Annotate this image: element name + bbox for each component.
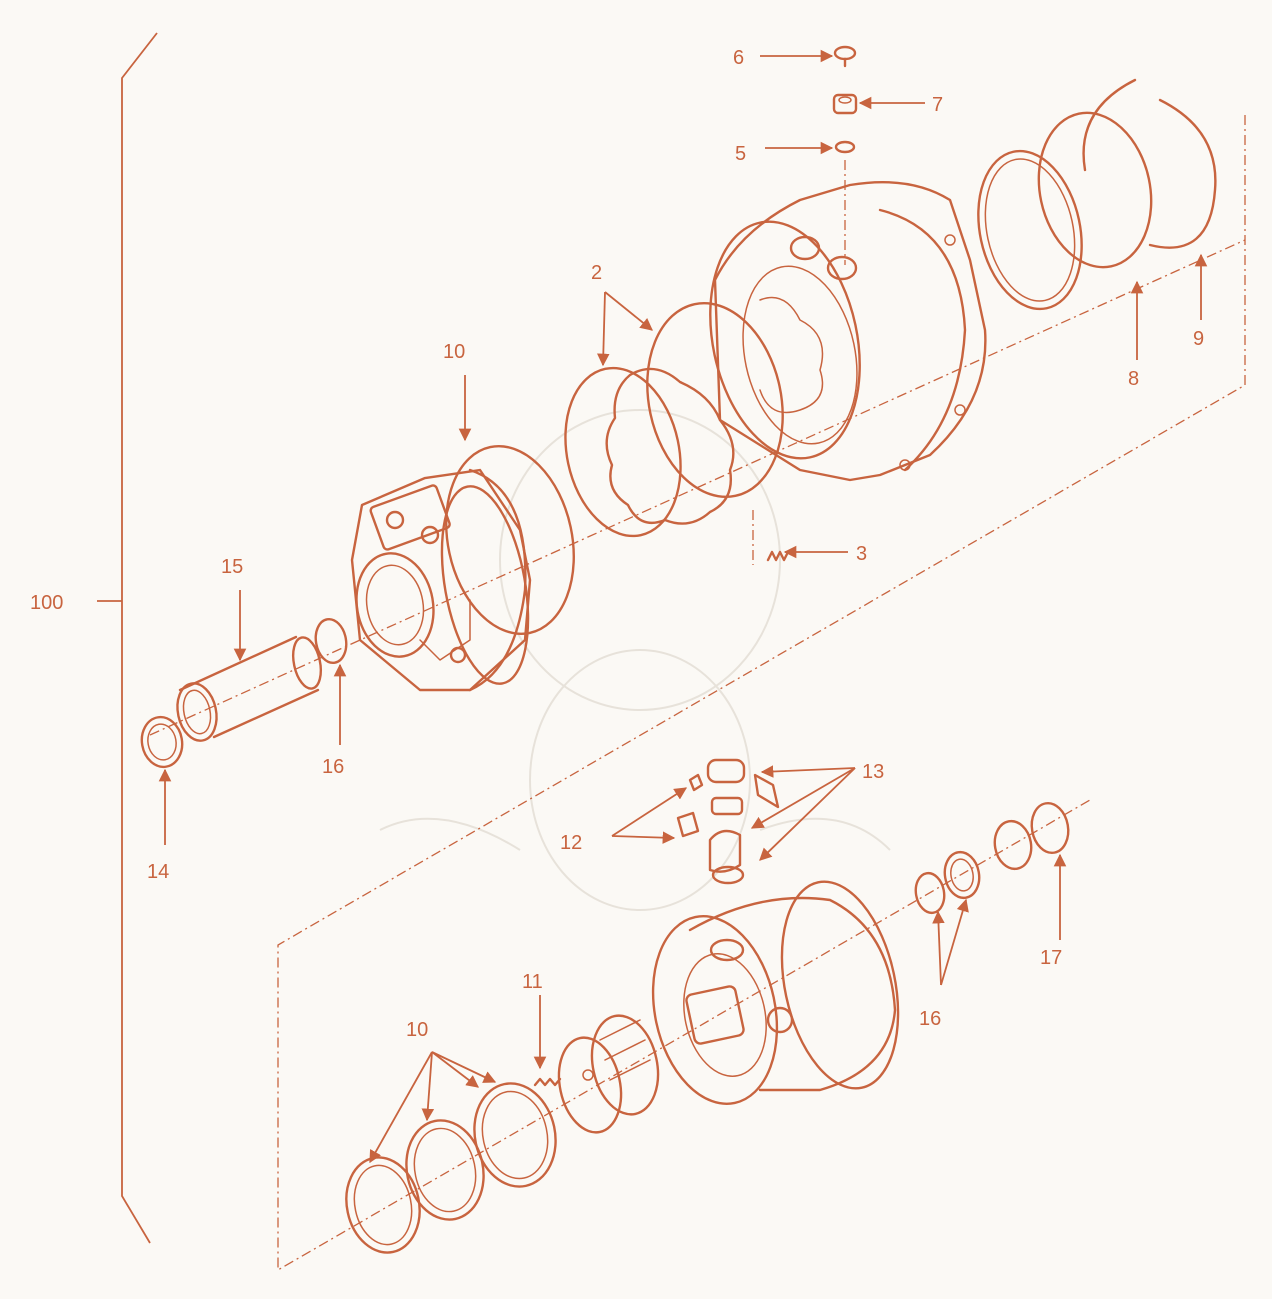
part-16-rings-lower [914, 819, 1033, 915]
callout-11: 11 [522, 971, 543, 993]
leader-arrows [158, 49, 1208, 1164]
callout-labels: 100 6 7 5 2 3 8 9 10 15 16 14 13 12 17 1… [30, 47, 1204, 1041]
main-housing [709, 180, 987, 482]
callout-7: 7 [932, 94, 943, 116]
part-9-circlip [1082, 78, 1217, 249]
callout-14: 14 [147, 861, 169, 883]
part-6-plug [833, 45, 857, 68]
callout-17: 17 [1040, 947, 1062, 969]
callout-5: 5 [735, 143, 746, 165]
callout-16-lower: 16 [919, 1008, 941, 1030]
callout-9: 9 [1193, 328, 1204, 350]
part-8-rings [977, 111, 1153, 311]
part-15-sleeve [176, 635, 323, 742]
callout-10-lower: 10 [406, 1019, 428, 1041]
callout-10-upper: 10 [443, 341, 465, 363]
callout-100: 100 [30, 592, 63, 614]
part-12-keys [676, 773, 704, 838]
part-7-nut [832, 93, 858, 115]
manifold-housing [350, 468, 532, 692]
callout-12: 12 [560, 832, 582, 854]
part-2-seal-rings [564, 301, 784, 538]
part-17-snap-ring [1030, 801, 1070, 855]
callout-2: 2 [591, 262, 602, 284]
callout-15: 15 [221, 556, 243, 578]
part-13-bearings [706, 758, 780, 885]
part-5-oring-small [834, 140, 856, 154]
ring-gear-drum [651, 880, 900, 1105]
watermark-sketch [379, 409, 891, 911]
callout-3: 3 [856, 543, 867, 565]
part-11-screw [533, 1077, 562, 1087]
clutch-hub [557, 1014, 660, 1134]
callout-6: 6 [733, 47, 744, 69]
callout-8: 8 [1128, 368, 1139, 390]
part-10-oring-upper [445, 444, 575, 636]
part-3-spring [766, 550, 790, 562]
part-10-seals-lower [345, 1082, 557, 1254]
callout-16-upper: 16 [322, 756, 344, 778]
assembly-bracket [97, 32, 158, 1244]
callout-13: 13 [862, 761, 884, 783]
part-14-snap-ring [140, 715, 184, 769]
part-16-oring-upper [314, 617, 348, 665]
